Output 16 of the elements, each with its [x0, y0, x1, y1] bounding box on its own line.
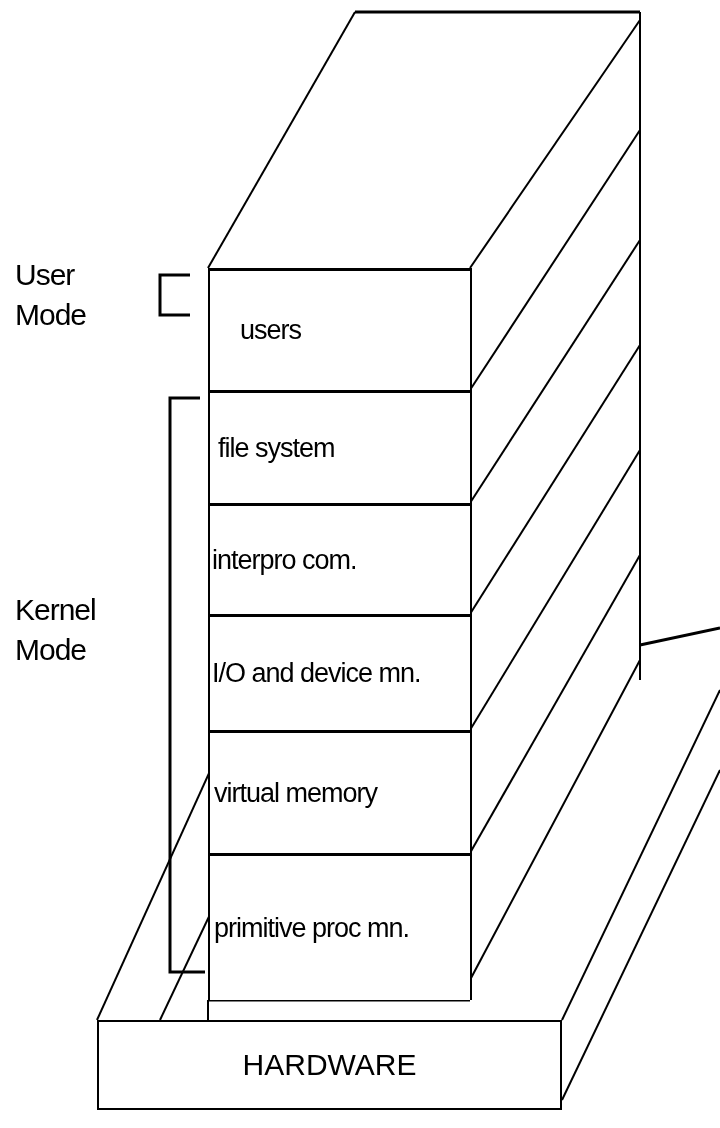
- layer-label: virtual memory: [214, 777, 378, 809]
- layer-box: [208, 614, 472, 730]
- layer-label: primitive proc mn.: [214, 912, 410, 944]
- layer-label: I/O and device mn.: [212, 658, 421, 689]
- hardware-box: [97, 1020, 562, 1110]
- hardware-label: HARDWARE: [242, 1048, 417, 1082]
- layer-box: [208, 268, 472, 390]
- mode-label: Kernel Mode: [15, 592, 97, 668]
- layer-label: users: [240, 315, 302, 346]
- layer-box: [208, 390, 472, 503]
- layer-box: [208, 853, 472, 1000]
- layer-box: [208, 730, 472, 853]
- layer-label: interpro com.: [212, 544, 357, 576]
- layer-label: file system: [218, 432, 335, 464]
- layer-box: [208, 503, 472, 614]
- mode-label: User Mode: [15, 257, 88, 333]
